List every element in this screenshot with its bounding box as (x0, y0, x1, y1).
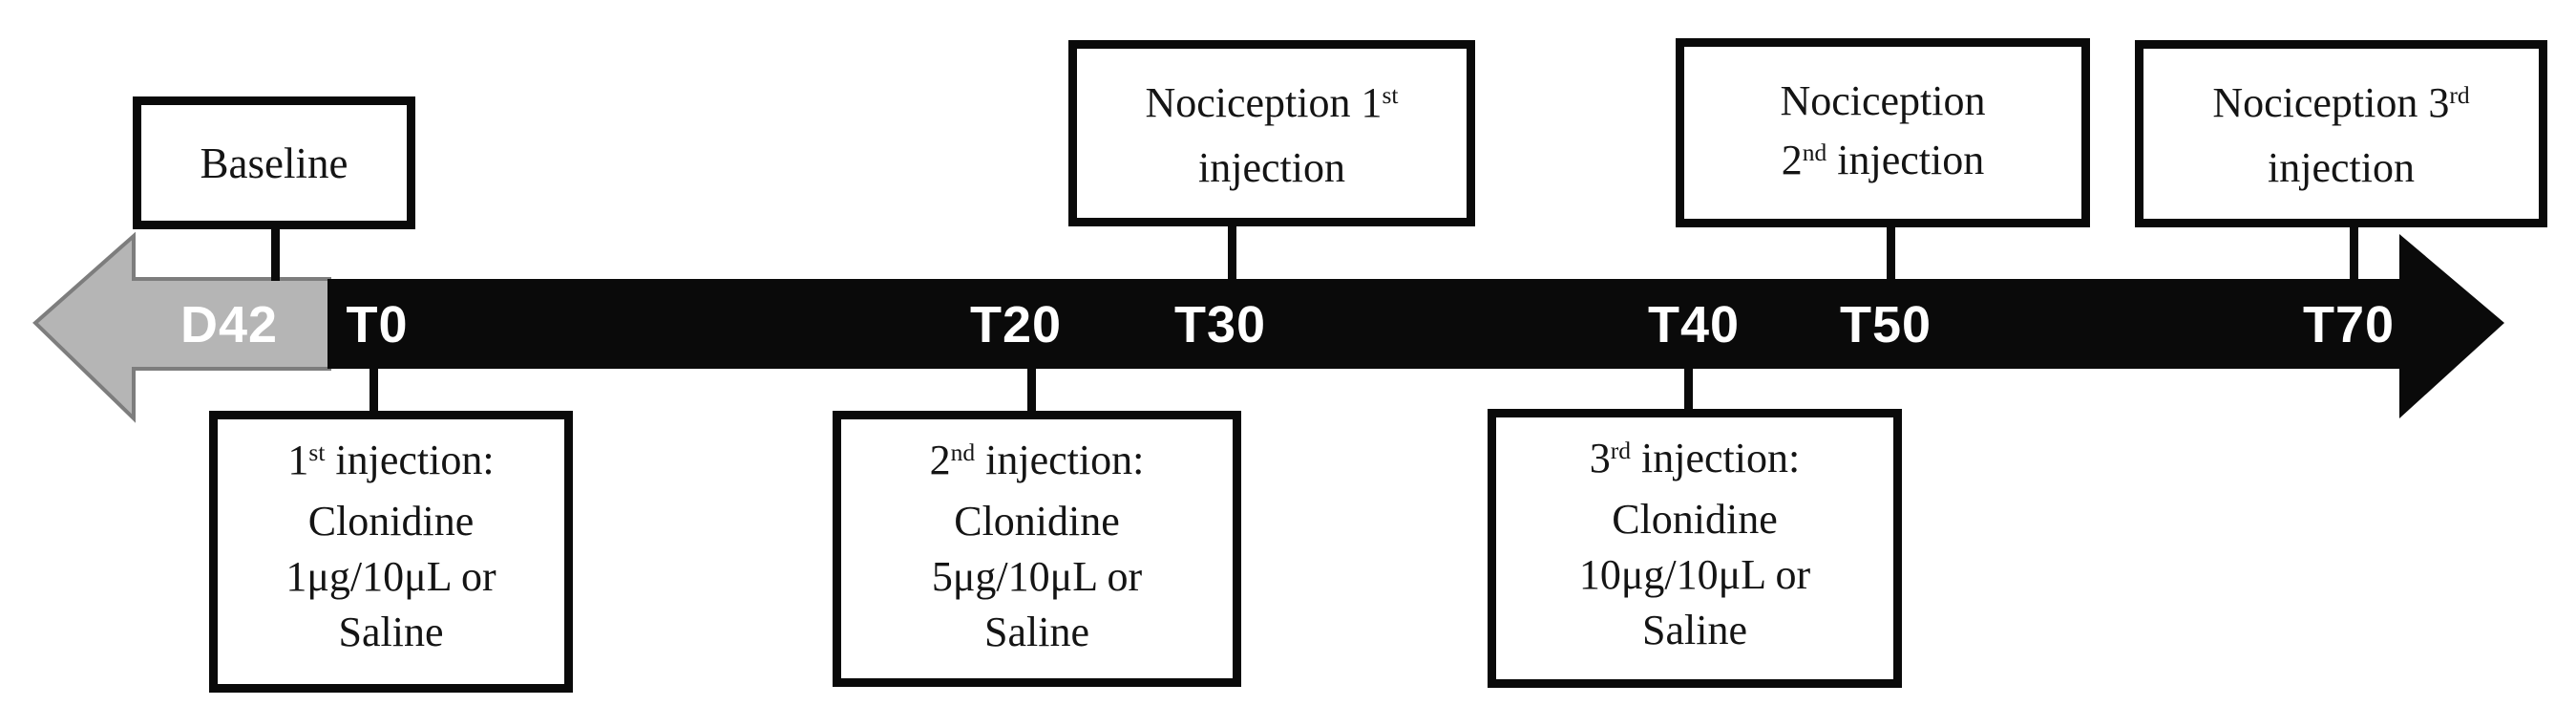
baseline-box: Baseline (133, 96, 415, 229)
black-right-arrow (327, 234, 2504, 418)
tick-label-t0: T0 (346, 296, 409, 353)
box-line: Saline (338, 609, 444, 655)
box-line: Nociception (1780, 77, 1986, 124)
third-injection-box: 3rd injection: Clonidine 10μg/10μL or Sa… (1488, 409, 1902, 688)
box-line: Saline (1642, 607, 1747, 653)
box-line: Nociception 3rd (2212, 79, 2470, 126)
baseline-label: Baseline (200, 139, 348, 187)
box-line: Nociception 1st (1145, 79, 1399, 126)
connector-injection-1st (370, 367, 378, 415)
tick-label-d42: D42 (179, 296, 279, 353)
box-line: 2nd injection (1781, 137, 1985, 183)
box-line: 1μg/10μL or (285, 553, 496, 600)
tick-label-t70: T70 (2302, 296, 2396, 353)
box-line: 2nd injection: (929, 437, 1145, 483)
box-line: 3rd injection: (1589, 435, 1801, 481)
box-line: Clonidine (954, 498, 1120, 545)
connector-injection-2nd (1027, 367, 1036, 415)
box-line: 1st injection: (287, 437, 495, 483)
tick-label-t20: T20 (969, 296, 1063, 353)
box-line: 10μg/10μL or (1578, 551, 1811, 598)
box-line: injection (2268, 144, 2415, 191)
second-injection-box: 2nd injection: Clonidine 5μg/10μL or Sal… (833, 411, 1241, 687)
box-line: Saline (984, 609, 1089, 655)
nociception-3rd-injection-box: Nociception 3rd injection (2135, 40, 2547, 227)
nociception-1st-injection-box: Nociception 1st injection (1068, 40, 1475, 226)
box-line: injection (1198, 144, 1345, 191)
tick-label-t30: T30 (1173, 296, 1267, 353)
nociception-2nd-injection-box: Nociception 2nd injection (1676, 38, 2090, 227)
box-line: Clonidine (307, 498, 475, 545)
tick-label-t50: T50 (1839, 296, 1932, 353)
connector-nociception-2nd (1887, 224, 1895, 281)
connector-nociception-1st (1228, 223, 1236, 281)
connector-injection-3rd (1684, 367, 1693, 413)
box-line: Clonidine (1612, 496, 1778, 543)
first-injection-box: 1st injection: Clonidine 1μg/10μL or Sal… (209, 411, 573, 693)
tick-label-t40: T40 (1647, 296, 1741, 353)
box-line: 5μg/10μL or (931, 553, 1143, 600)
connector-nociception-3rd (2350, 224, 2358, 281)
connector-baseline (271, 225, 280, 281)
